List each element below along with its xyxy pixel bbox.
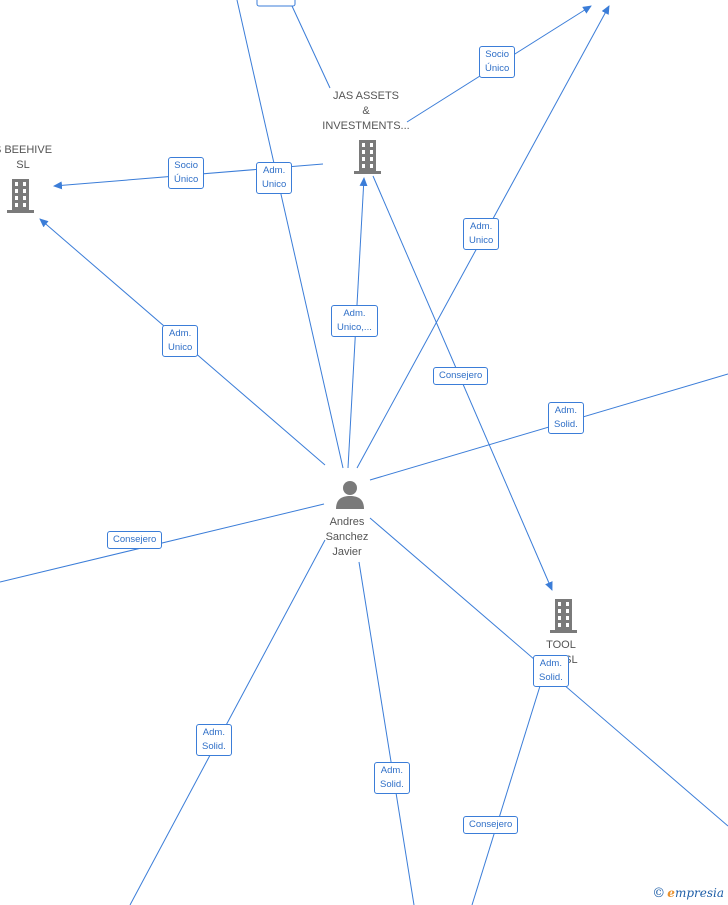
edge-line xyxy=(291,5,331,89)
edge-label[interactable]: Socio Único xyxy=(168,157,205,189)
edge-label[interactable]: Adm. Unico xyxy=(256,162,293,194)
building-icon xyxy=(550,599,577,633)
node-label-beehive[interactable]: S BEEHIVE SL xyxy=(0,144,53,171)
node-label-andres[interactable]: Andres Sanchez Javier xyxy=(325,516,369,558)
edge-label[interactable]: Consejero xyxy=(463,816,519,834)
edge-line xyxy=(471,685,541,905)
brand-name: mpresia xyxy=(674,886,724,900)
person-icon xyxy=(336,481,364,509)
edge-label[interactable]: Adm. Solid. xyxy=(196,724,232,756)
node-label-jas-assets[interactable]: JAS ASSETS & INVESTMENTS... xyxy=(322,90,410,132)
edge-label[interactable]: Adm. Solid. xyxy=(374,762,410,794)
edge-label[interactable]: Adm. Solid. xyxy=(533,655,569,687)
edge-label[interactable]: Adm. Unico xyxy=(162,325,199,357)
edge-line xyxy=(236,0,344,469)
brand-logo-e: e xyxy=(667,886,675,900)
building-icon xyxy=(7,179,34,213)
copyright-icon: © xyxy=(652,886,666,901)
edge-label[interactable]: Socio Único xyxy=(479,46,516,78)
edge-label[interactable]: Adm. Solid. xyxy=(548,402,584,434)
brand-watermark: ©empresia xyxy=(652,886,724,901)
building-icon xyxy=(354,140,381,174)
edge-line xyxy=(129,539,326,905)
node-stub xyxy=(256,0,296,7)
edge-line xyxy=(358,561,415,905)
edge-label[interactable]: Consejero xyxy=(433,367,489,385)
edge-label[interactable]: Consejero xyxy=(107,531,163,549)
edge-label[interactable]: Adm. Unico,... xyxy=(331,305,378,337)
edge-label[interactable]: Adm. Unico xyxy=(463,218,500,250)
